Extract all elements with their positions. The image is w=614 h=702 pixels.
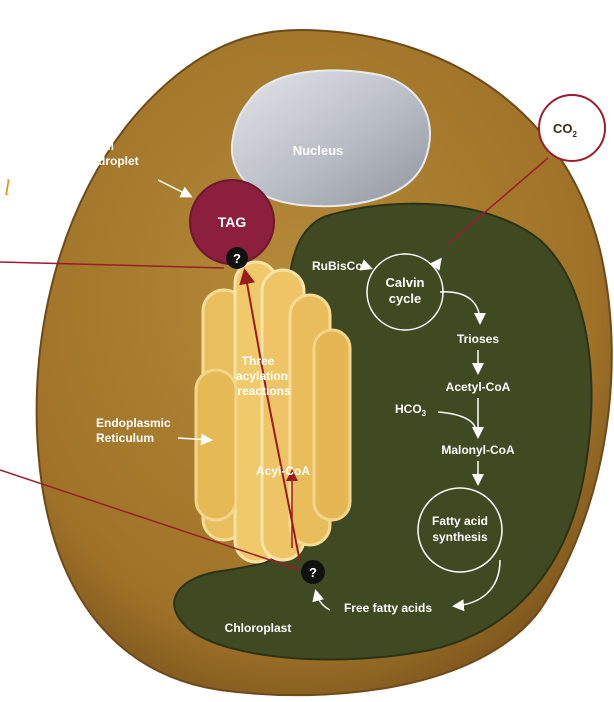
three-acylation-2: acylation <box>236 369 288 383</box>
chloroplast-label: Chloroplast <box>225 621 292 635</box>
edge-fragment: l <box>4 175 10 200</box>
three-acylation-3: reactions <box>237 384 291 398</box>
nucleus <box>232 70 430 206</box>
fas-label-1: Fatty acid <box>432 514 488 528</box>
three-acylation-1: Three <box>242 354 275 368</box>
acyl-coa-label: Acyl-CoA <box>256 464 310 478</box>
tag-label: TAG <box>218 214 247 230</box>
fas-label-2: synthesis <box>432 530 488 544</box>
rubisco-label: RuBisCo <box>312 259 363 273</box>
er-label-1: Endoplasmic <box>96 416 171 430</box>
question-bottom-label: ? <box>309 565 317 580</box>
endoplasmic-reticulum <box>196 262 350 562</box>
nucleus-label: Nucleus <box>293 143 344 158</box>
malonyl-coa-label: Malonyl-CoA <box>441 443 515 457</box>
oil-label-1: Oil <box>98 139 114 153</box>
acetyl-coa-label: Acetyl-CoA <box>446 380 511 394</box>
trioses-label: Trioses <box>457 332 499 346</box>
free-fatty-acids-label: Free fatty acids <box>344 601 432 615</box>
er-label-2: Reticulum <box>96 431 154 445</box>
calvin-label-2: cycle <box>389 291 422 306</box>
oil-label-2: droplet <box>98 154 139 168</box>
question-top-label: ? <box>233 251 241 266</box>
calvin-label-1: Calvin <box>385 275 424 290</box>
